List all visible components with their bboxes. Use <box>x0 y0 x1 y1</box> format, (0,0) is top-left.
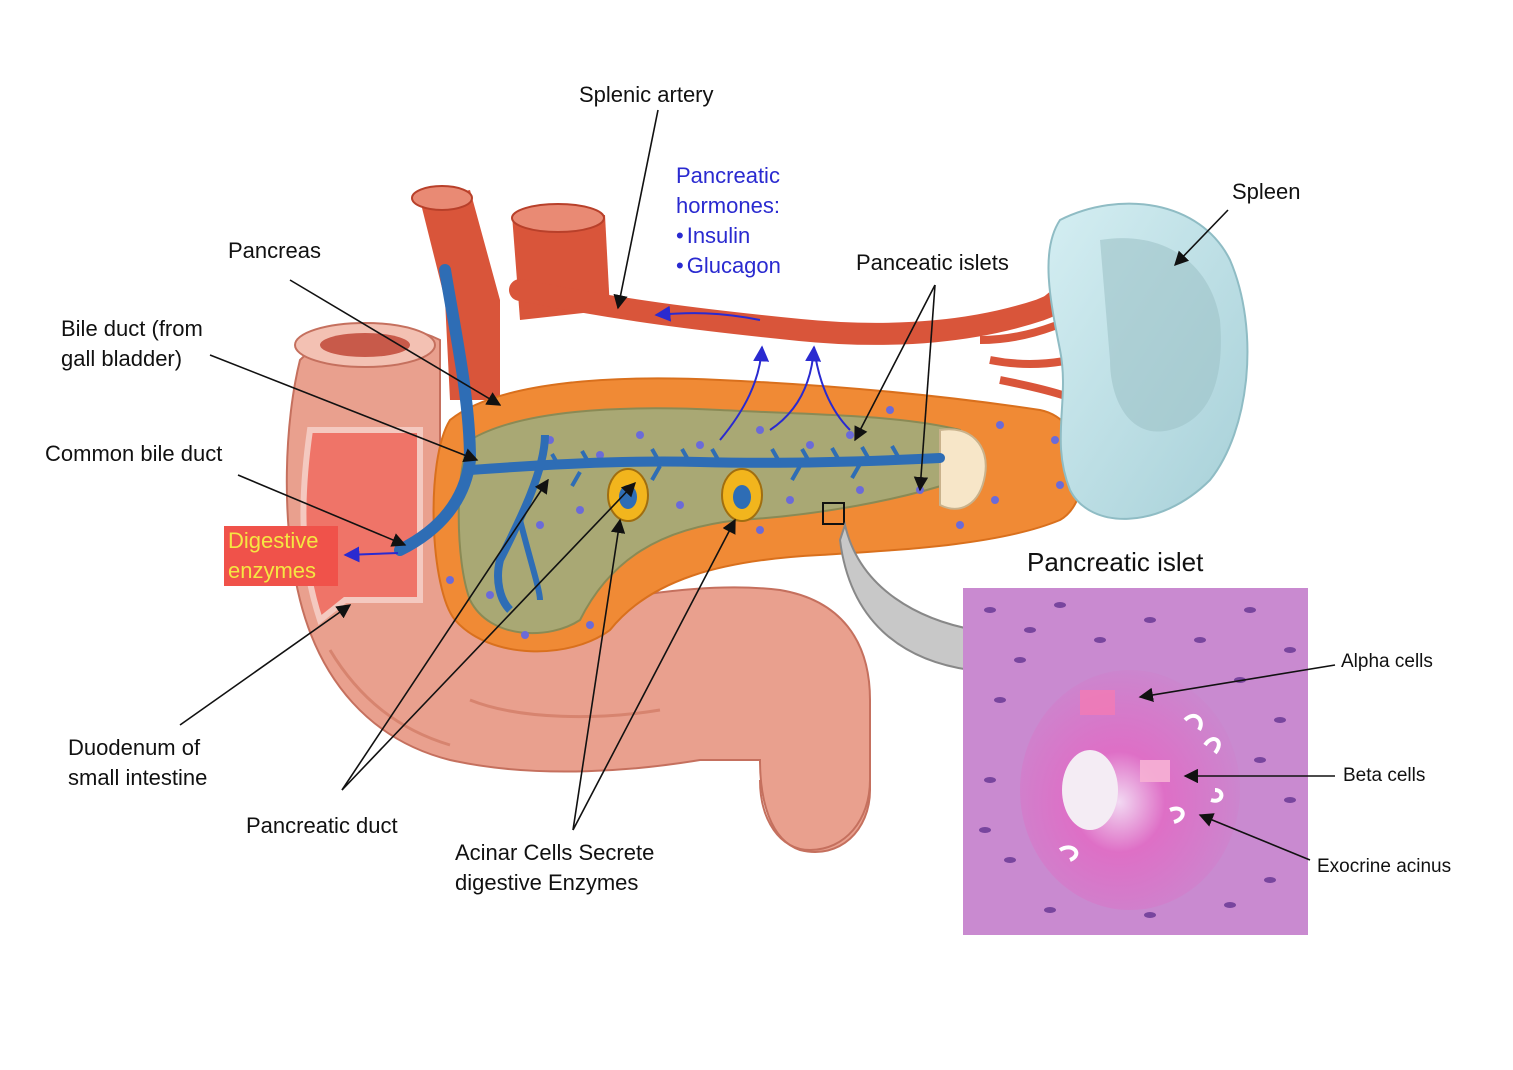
hormone-item-insulin: Insulin <box>676 221 750 251</box>
digestive-enzymes-line1: Digestive <box>228 526 342 556</box>
pancreatic-duct-label: Pancreatic duct <box>246 811 398 841</box>
spleen-organ <box>1048 204 1247 519</box>
duodenum-label-line2: small intestine <box>68 763 207 793</box>
alpha-cells-label: Alpha cells <box>1341 650 1433 674</box>
bile-duct-label-line2: gall bladder) <box>61 344 182 374</box>
hormone-item-glucagon: Glucagon <box>676 251 781 281</box>
hormones-title-line2: hormones: <box>676 191 780 221</box>
exocrine-acinus-label: Exocrine acinus <box>1317 855 1451 879</box>
hormones-title-line1: Pancreatic <box>676 161 780 191</box>
digestive-enzymes-badge: Digestive enzymes <box>224 526 338 586</box>
pancreatic-islet-title: Pancreatic islet <box>1027 546 1203 578</box>
beta-cells-label: Beta cells <box>1343 764 1425 788</box>
splenic-artery-label: Splenic artery <box>579 80 714 110</box>
duodenum-label-line1: Duodenum of <box>68 733 200 763</box>
common-bile-duct-label: Common bile duct <box>45 439 222 469</box>
acinar-cells-label-line2: digestive Enzymes <box>455 868 638 898</box>
islet-micrograph <box>963 588 1308 935</box>
spleen-label: Spleen <box>1232 177 1301 207</box>
digestive-enzymes-line2: enzymes <box>228 556 342 586</box>
pancreas-label: Pancreas <box>228 236 321 266</box>
acinar-cells-label-line1: Acinar Cells Secrete <box>455 838 654 868</box>
bile-duct-label-line1: Bile duct (from <box>61 314 203 344</box>
panceatic-islets-label: Panceatic islets <box>856 248 1009 278</box>
